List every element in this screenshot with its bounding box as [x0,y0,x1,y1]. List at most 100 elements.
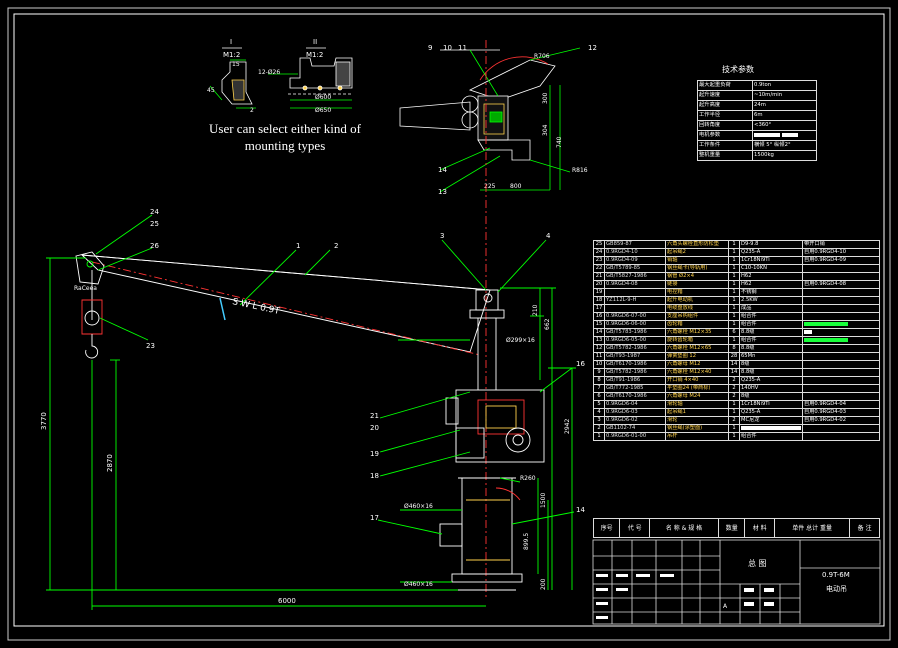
detail-section-ii [268,47,353,109]
bom-cell-no: 22 [593,264,605,273]
bom-cell-no: 6 [593,392,605,401]
bom-cell-code: YZ112L-9-H [604,296,666,305]
bom-cell-rem [802,352,880,361]
bom-cell-name: 销轴 [665,256,729,265]
dim-phi650: Ø650 [315,107,331,114]
param-value: 横倾 5° 纵倾2° [752,140,817,151]
bom-cell-qty: 1 [728,288,740,297]
bom-cell-mat: 1Cr18Ni9Ti [739,256,803,265]
bom-cell-code: GB/T5789-85 [604,264,666,273]
bom-cell-qty: 2 [728,376,740,385]
bom-cell-mat: Q235-A [739,248,803,257]
param-key: 电机参数 [697,130,753,141]
bom-cell-code: GB/T93-1987 [604,352,666,361]
dim-2: 2 [250,107,254,114]
mounting-note: User can select either kind of mounting … [190,120,380,154]
callout-21: 21 [370,412,379,420]
bom-cell-name: 滑轮轴 [665,400,729,409]
product-code: 0.9T-6M [822,571,850,579]
top-view [399,47,581,193]
dim-210: 210 [532,304,539,316]
bom-cell-qty: 1 [728,264,740,273]
bom-cell-qty: 1 [728,240,740,249]
bom-cell-code: GB/T772-1985 [604,384,666,393]
dim-45: 45 [207,87,215,94]
bom-cell-rem: 带开口销 [802,240,880,249]
bom-cell-mat: 组合件 [739,432,803,441]
bom-cell-rem [802,360,880,369]
swl-marking: S W L 0.9T [231,297,281,317]
bom-cell-rem: 自用0.9RGD4-08 [802,280,880,289]
bom-cell-name: 起升电动机 [665,296,729,305]
bom-cell-name: 电缆盘放线 [665,304,729,313]
bom-cell-no: 23 [593,256,605,265]
param-value: 1500kg [752,150,817,161]
dim-12-phi26: 12-Ø26 [258,69,280,76]
param-value: ~10m/min [752,90,817,101]
param-row: 回转角度<360° [697,120,817,131]
mounting-note-line1: User can select either kind of [209,121,361,136]
dim-15: 15 [232,61,240,68]
callout-14-lower: 14 [576,506,585,514]
bom-cell-name: 平垫圈24 (带商标) [665,384,729,393]
bom-cell-no: 4 [593,408,605,417]
bom-cell-rem [802,368,880,377]
bom-cell-code: 0.9RGD4-10 [604,248,666,257]
bom-cell-name: 钢丝绳卡(导轨用) [665,264,729,273]
dim-225: 225 [484,183,496,190]
dim-200: 200 [540,578,547,590]
bom-cell-mat: 8.8级 [739,368,803,377]
param-key: 工作半径 [697,110,753,121]
bom-cell-code: GB/T6170-1986 [604,360,666,369]
bom-cell-name: 滑轮 [665,416,729,425]
bom-cell-no: 16 [593,312,605,321]
bom-cell-rem [802,376,880,385]
bom-cell-no: 8 [593,376,605,385]
bom-cell-no: 11 [593,352,605,361]
drawing-name: 总 图 [748,559,767,568]
callout-22: 23 [146,342,155,350]
bom-cell-mat: 65Mn [739,352,803,361]
bom-cell-name: 起吊绳1 [665,408,729,417]
bom-cell-code: 0.9RGD6-02 [604,416,666,425]
bom-cell-code: 0.9RGD6-05-00 [604,336,666,345]
callout-2: 2 [334,242,338,250]
bom-cell-qty: 1 [728,408,740,417]
param-row: 工作条件横倾 5° 纵倾2° [697,140,817,151]
bom-cell-name: 链接 [665,280,729,289]
bom-cell-no: 24 [593,248,605,257]
bom-cell-rem: 自用0.9RGD4-10 [802,248,880,257]
bom-cell-qty: 1 [728,248,740,257]
bom-cell-name: 支座吊钩组件 [665,312,729,321]
bom-cell-rem [802,288,880,297]
bom-cell-qty: 1 [728,256,740,265]
dim-2942: 2942 [564,419,571,434]
bom-cell-qty: 1 [728,424,740,433]
dim-800: 800 [510,183,522,190]
bom-cell-no: 1 [593,432,605,441]
bom-cell-qty: 1 [728,320,740,329]
param-row: 起升速度~10m/min [697,90,817,101]
dim-r260: R260 [520,475,536,482]
dim-2870: 2870 [106,454,114,472]
bom-cell-qty: 1 [728,304,740,313]
bom-cell-no: 15 [593,320,605,329]
callout-1: 1 [296,242,300,250]
bom-header-cell: 名 称 & 规 格 [649,518,720,538]
bom-cell-qty: 1 [728,400,740,409]
bom-cell-qty: 2 [728,416,740,425]
bom-header-cell: 材 料 [744,518,776,538]
bom-cell-mat: 成品 [739,304,803,313]
callout-20: 20 [370,424,379,432]
callout-17: 17 [370,514,379,522]
